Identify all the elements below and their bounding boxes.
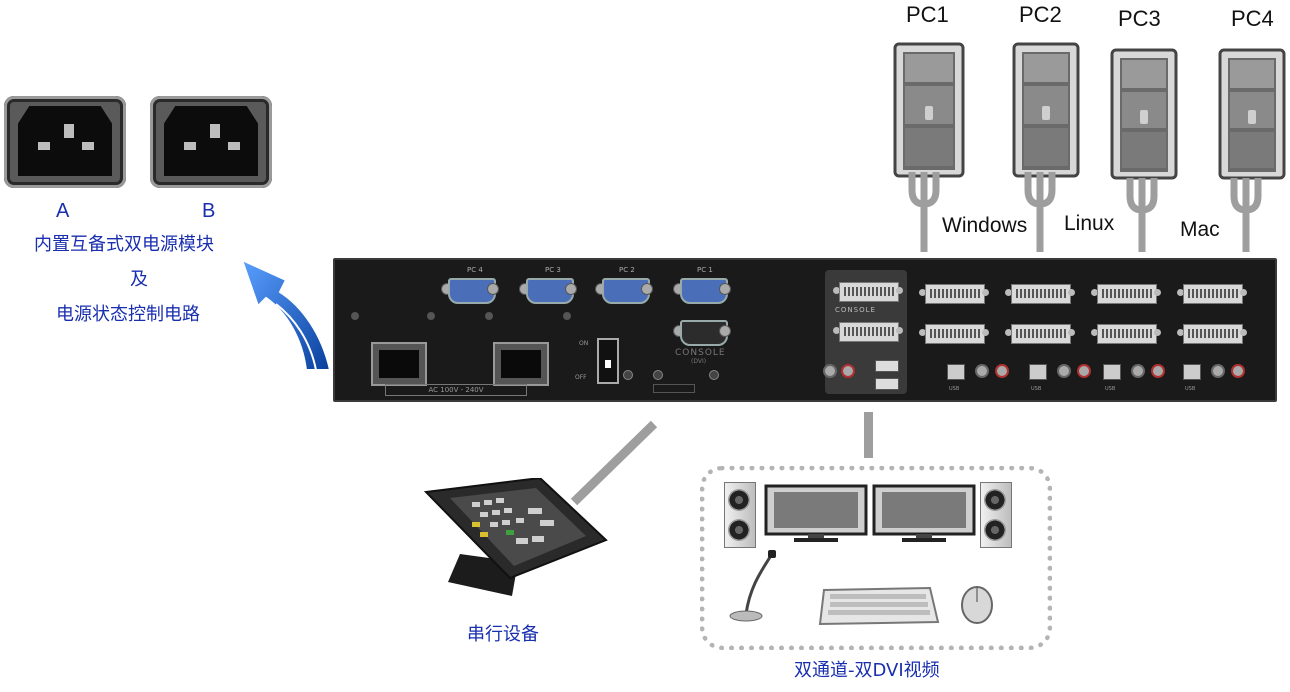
pc1-dvi-1[interactable] <box>919 284 989 304</box>
usb-label: USB <box>949 386 960 392</box>
pc3-dvi-1[interactable] <box>1091 284 1161 304</box>
pc-label: PC3 <box>1118 6 1161 31</box>
monitor-left-icon <box>764 484 868 542</box>
serial-device-label: 串行设备 <box>467 624 539 645</box>
kvm-rear-panel: PC 4 PC 3 PC 2 PC 1 CONSOLE (DVI) AC 100… <box>333 258 1277 402</box>
curved-arrow-icon <box>240 258 332 371</box>
pc4-audio-jack[interactable] <box>1211 364 1225 378</box>
console-top-label: CONSOLE <box>835 306 876 314</box>
power-desc-line3: 电源状态控制电路 <box>56 304 200 325</box>
serial-port-label: PC 4 <box>467 266 483 274</box>
pc3-audio-jack[interactable] <box>1131 364 1145 378</box>
pc1-usb-port[interactable] <box>947 364 965 380</box>
computer-tower-icon <box>1012 42 1080 178</box>
serial-port-pc4[interactable] <box>441 276 499 304</box>
power-inlet-b <box>150 96 272 188</box>
console-dvi-2[interactable] <box>833 322 903 342</box>
pc-label: PC1 <box>906 2 949 27</box>
speaker-right-icon <box>980 482 1012 548</box>
switch-off-label: OFF <box>575 374 587 381</box>
usb-label: USB <box>1105 386 1116 392</box>
power-label-a: A <box>56 200 70 222</box>
computer-tower-icon <box>1110 48 1178 180</box>
pc4-dvi-2[interactable] <box>1177 324 1247 344</box>
computer-tower-icon <box>893 42 965 178</box>
console-audio-jack[interactable] <box>823 364 837 378</box>
os-label-mac: Mac <box>1180 218 1220 241</box>
pc1-mic-jack[interactable] <box>995 364 1009 378</box>
serial-port-label: PC 3 <box>545 266 561 274</box>
serial-port-pc1[interactable] <box>673 276 731 304</box>
switch-on-label: ON <box>579 340 589 347</box>
pc2-dvi-1[interactable] <box>1005 284 1075 304</box>
panel-power-inlet-a <box>371 342 427 386</box>
dual-dvi-label: 双通道-双DVI视频 <box>794 660 940 681</box>
speaker-left-icon <box>724 482 756 548</box>
usb-label: USB <box>1185 386 1196 392</box>
serial-port-label: PC 2 <box>619 266 635 274</box>
console-mic-jack[interactable] <box>841 364 855 378</box>
pc3-usb-port[interactable] <box>1103 364 1121 380</box>
serial-port-label: PC 1 <box>697 266 713 274</box>
pc3-dvi-2[interactable] <box>1091 324 1161 344</box>
pc2-audio-jack[interactable] <box>1057 364 1071 378</box>
power-desc-line2: 及 <box>130 269 148 290</box>
pc3-mic-jack[interactable] <box>1151 364 1165 378</box>
power-inlet-a <box>4 96 126 188</box>
console-usb-a-2[interactable] <box>875 378 899 390</box>
os-label-windows: Windows <box>942 214 1028 237</box>
dual-dvi-console-group <box>700 466 1052 650</box>
computer-tower-icon <box>1218 48 1286 180</box>
os-label-linux: Linux <box>1064 212 1115 235</box>
dvi-cable-line <box>864 412 873 458</box>
power-label-b: B <box>202 200 216 222</box>
pc-cables <box>908 172 1262 252</box>
pc4-dvi-1[interactable] <box>1177 284 1247 304</box>
pc2-dvi-2[interactable] <box>1005 324 1075 344</box>
usb-label: USB <box>1031 386 1042 392</box>
touch-panel-device-icon <box>423 478 608 596</box>
serial-cable-line <box>570 420 658 506</box>
panel-power-inlet-b <box>493 342 549 386</box>
pc-label: PC2 <box>1019 2 1062 27</box>
pc4-mic-jack[interactable] <box>1231 364 1245 378</box>
console-sub-label: (DVI) <box>691 358 707 365</box>
keyboard-icon <box>818 586 940 626</box>
monitor-right-icon <box>872 484 976 542</box>
pc1-audio-jack[interactable] <box>975 364 989 378</box>
mouse-icon <box>961 586 993 624</box>
pc4-usb-port[interactable] <box>1183 364 1201 380</box>
console-label: CONSOLE <box>675 348 726 358</box>
pc1-dvi-2[interactable] <box>919 324 989 344</box>
console-usb-a-1[interactable] <box>875 360 899 372</box>
power-switch[interactable] <box>597 338 619 384</box>
microphone-icon <box>729 550 776 622</box>
ac-voltage-label: AC 100V - 240V <box>385 384 527 396</box>
pc2-usb-port[interactable] <box>1029 364 1047 380</box>
power-desc-line1: 内置互备式双电源模块 <box>34 234 214 255</box>
console-dvi-1[interactable] <box>833 282 903 302</box>
serial-port-pc2[interactable] <box>595 276 653 304</box>
serial-port-pc3[interactable] <box>519 276 577 304</box>
pc-label: PC4 <box>1231 6 1274 31</box>
console-serial-port[interactable] <box>673 318 731 346</box>
pc2-mic-jack[interactable] <box>1077 364 1091 378</box>
